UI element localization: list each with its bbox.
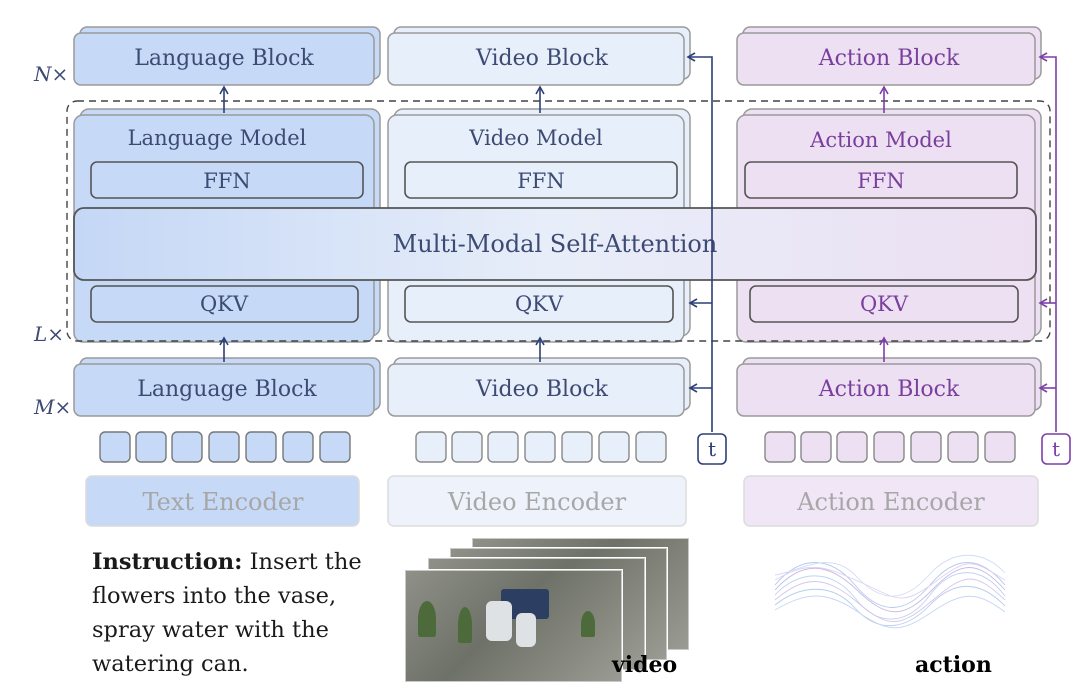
flow-arrows (219, 85, 545, 362)
action-caption: action (915, 652, 992, 678)
instruction-body: Insert the flowers into the vase, spray … (92, 549, 362, 677)
self-attention-label: Multi-Modal Self-Attention (393, 230, 718, 258)
action-tokens (764, 431, 1016, 463)
video-ffn: FFN (517, 169, 565, 193)
language-bottom-block: Language Block (137, 377, 317, 402)
layer-dashed-frame (66, 100, 1051, 342)
action-timestep-path (1038, 52, 1057, 432)
action-bottom-block: Action Block (818, 377, 960, 402)
action-model-title: Action Model (809, 128, 952, 152)
video-caption: video (612, 652, 678, 678)
video-top-block: Video Block (475, 46, 609, 71)
language-model-title: Language Model (128, 126, 307, 150)
video-timestep-path (686, 52, 713, 432)
action-encoder: Action Encoder (796, 488, 985, 516)
action-trajectory-illustration (774, 554, 1006, 629)
video-frame (405, 570, 622, 682)
video-tokens (415, 431, 667, 463)
l-multiplier: L× (33, 322, 64, 346)
video-qkv: QKV (515, 292, 564, 316)
text-encoder: Text Encoder (142, 488, 304, 516)
action-qkv: QKV (860, 292, 909, 316)
m-multiplier: M× (33, 395, 71, 419)
language-qkv: QKV (200, 292, 249, 316)
language-ffn: FFN (203, 169, 251, 193)
instruction-text: Instruction: Insert the flowers into the… (92, 545, 382, 681)
action-timestep: t (1052, 437, 1060, 461)
video-timestep: t (708, 437, 716, 461)
video-bottom-block: Video Block (475, 377, 609, 402)
video-model-title: Video Model (468, 126, 603, 150)
language-top-block: Language Block (134, 46, 314, 71)
n-multiplier: N× (33, 62, 68, 86)
video-encoder: Video Encoder (447, 488, 627, 516)
action-ffn: FFN (857, 169, 905, 193)
self-attention-block: Multi-Modal Self-Attention (73, 207, 1037, 281)
instruction-label: Instruction: (92, 549, 243, 575)
language-tokens (99, 431, 351, 463)
action-top-block: Action Block (818, 46, 960, 71)
